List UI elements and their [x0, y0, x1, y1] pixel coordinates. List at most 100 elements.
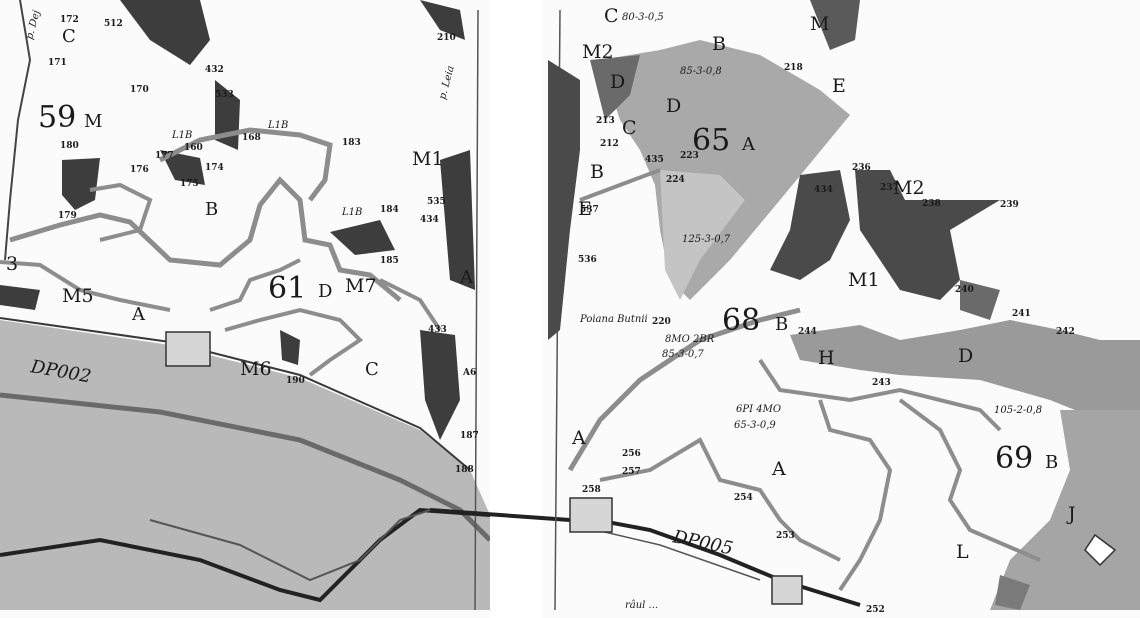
dark-stand [330, 220, 395, 255]
point-number: 434 [814, 185, 833, 195]
point-number: 174 [205, 163, 224, 173]
compartment-boundary [579, 168, 661, 202]
point-number: 434 [420, 215, 439, 225]
building-symbol [1084, 533, 1117, 567]
stream-line [4, 0, 32, 261]
unit-label: A [131, 304, 146, 325]
right-labels: 65 A 68 B 69 B DP005 Poiana Butnii râul … [571, 5, 1076, 615]
point-number: 239 [1000, 200, 1019, 210]
unit-label: E [832, 75, 846, 97]
unit-label: M [810, 13, 829, 35]
point-number: 168 [242, 133, 261, 143]
road-marker-box [165, 331, 211, 367]
point-number: 432 [205, 65, 224, 75]
lower-grey-area [0, 320, 490, 610]
dark-stand [548, 60, 580, 340]
stand-code: 8MO 2BR [665, 334, 715, 345]
point-number: 535 [427, 197, 446, 207]
compartment-boundary [898, 398, 1041, 562]
point-number: 243 [872, 378, 891, 388]
point-number: 537 [580, 205, 599, 215]
point-number: 183 [342, 138, 361, 148]
unit-label: L1B [171, 130, 192, 141]
dark-stand [420, 330, 460, 440]
point-number: 190 [286, 376, 305, 386]
light-stand [660, 170, 745, 300]
point-number: 236 [852, 163, 871, 173]
right-map-panel [548, 0, 1140, 611]
compartment-suffix: A [741, 134, 756, 155]
compartment-boundary [599, 437, 841, 562]
unit-label: M6 [240, 358, 272, 380]
unit-label: B [712, 33, 726, 55]
point-number: 435 [645, 155, 664, 165]
point-number: 224 [666, 175, 685, 185]
unit-label: M1 [412, 148, 444, 170]
grey-stand-65 [600, 40, 850, 300]
point-number: 237 [880, 183, 899, 193]
point-number: 223 [680, 151, 699, 161]
point-number: 160 [184, 143, 203, 153]
secondary-boundary [149, 509, 431, 582]
road-marker-box [569, 497, 613, 533]
point-number: 533 [215, 90, 234, 100]
dark-stand-m2 [855, 170, 1000, 300]
point-number: 210 [437, 33, 456, 43]
stand-code: 65-3-0,9 [734, 420, 776, 431]
point-number: 212 [600, 139, 619, 149]
compartment-boundary [567, 307, 801, 472]
point-number: 176 [130, 165, 149, 175]
point-number: 185 [380, 256, 399, 266]
connecting-road [429, 508, 571, 522]
point-number: 241 [1012, 309, 1031, 319]
compartment-suffix: B [775, 314, 788, 335]
dark-stand [120, 0, 210, 65]
unit-label: M7 [345, 275, 377, 297]
compartment-number: 65 [692, 123, 730, 158]
point-number: 258 [582, 485, 601, 495]
panel-gap [490, 0, 542, 618]
unit-label: A [459, 267, 474, 288]
unit-label: L1B [267, 120, 288, 131]
point-number: 433 [428, 325, 447, 335]
stand-code: 85-3-0,7 [662, 349, 704, 360]
grey-stand-band [790, 320, 1140, 420]
compartment-boundary [379, 278, 442, 332]
point-number: 177 [155, 151, 174, 161]
compartment-number: 59 [38, 100, 76, 135]
point-number: A6 [462, 368, 476, 378]
point-number: 257 [622, 467, 641, 477]
unit-label: B [205, 199, 218, 220]
unit-label: L [956, 541, 969, 563]
unit-label: L1B [341, 207, 362, 218]
stand [960, 280, 1000, 320]
dark-stand [62, 158, 100, 210]
unit-label: D [666, 95, 681, 117]
left-labels: 59 M 61 D p. Dej p. Leia DP002 B C A C A… [6, 9, 479, 475]
unit-label: 3 [6, 253, 18, 275]
unit-label: C [62, 26, 76, 47]
point-number: 218 [784, 63, 803, 73]
point-number: 179 [58, 211, 77, 221]
compartment-boundary [209, 258, 301, 312]
compartment-suffix: D [318, 281, 332, 302]
stand [590, 55, 640, 120]
point-number: 253 [776, 531, 795, 541]
stand-code: 105-2-0,8 [994, 405, 1042, 416]
dark-stand [160, 150, 205, 185]
unit-label: A [571, 427, 586, 449]
point-number: 512 [104, 19, 123, 29]
compartment-number: 69 [995, 441, 1033, 476]
unit-label: B [590, 161, 604, 183]
point-number: 254 [734, 493, 753, 503]
dark-stand [0, 285, 40, 310]
point-number: 187 [460, 431, 479, 441]
stand-code: 125-3-0,7 [682, 234, 731, 245]
compartment-number: 61 [268, 271, 306, 306]
unit-label: M1 [848, 269, 880, 291]
compartment-suffix: M [84, 111, 102, 132]
unit-label: M2 [893, 177, 925, 199]
point-number: 256 [622, 449, 641, 459]
unit-label: H [818, 347, 835, 369]
